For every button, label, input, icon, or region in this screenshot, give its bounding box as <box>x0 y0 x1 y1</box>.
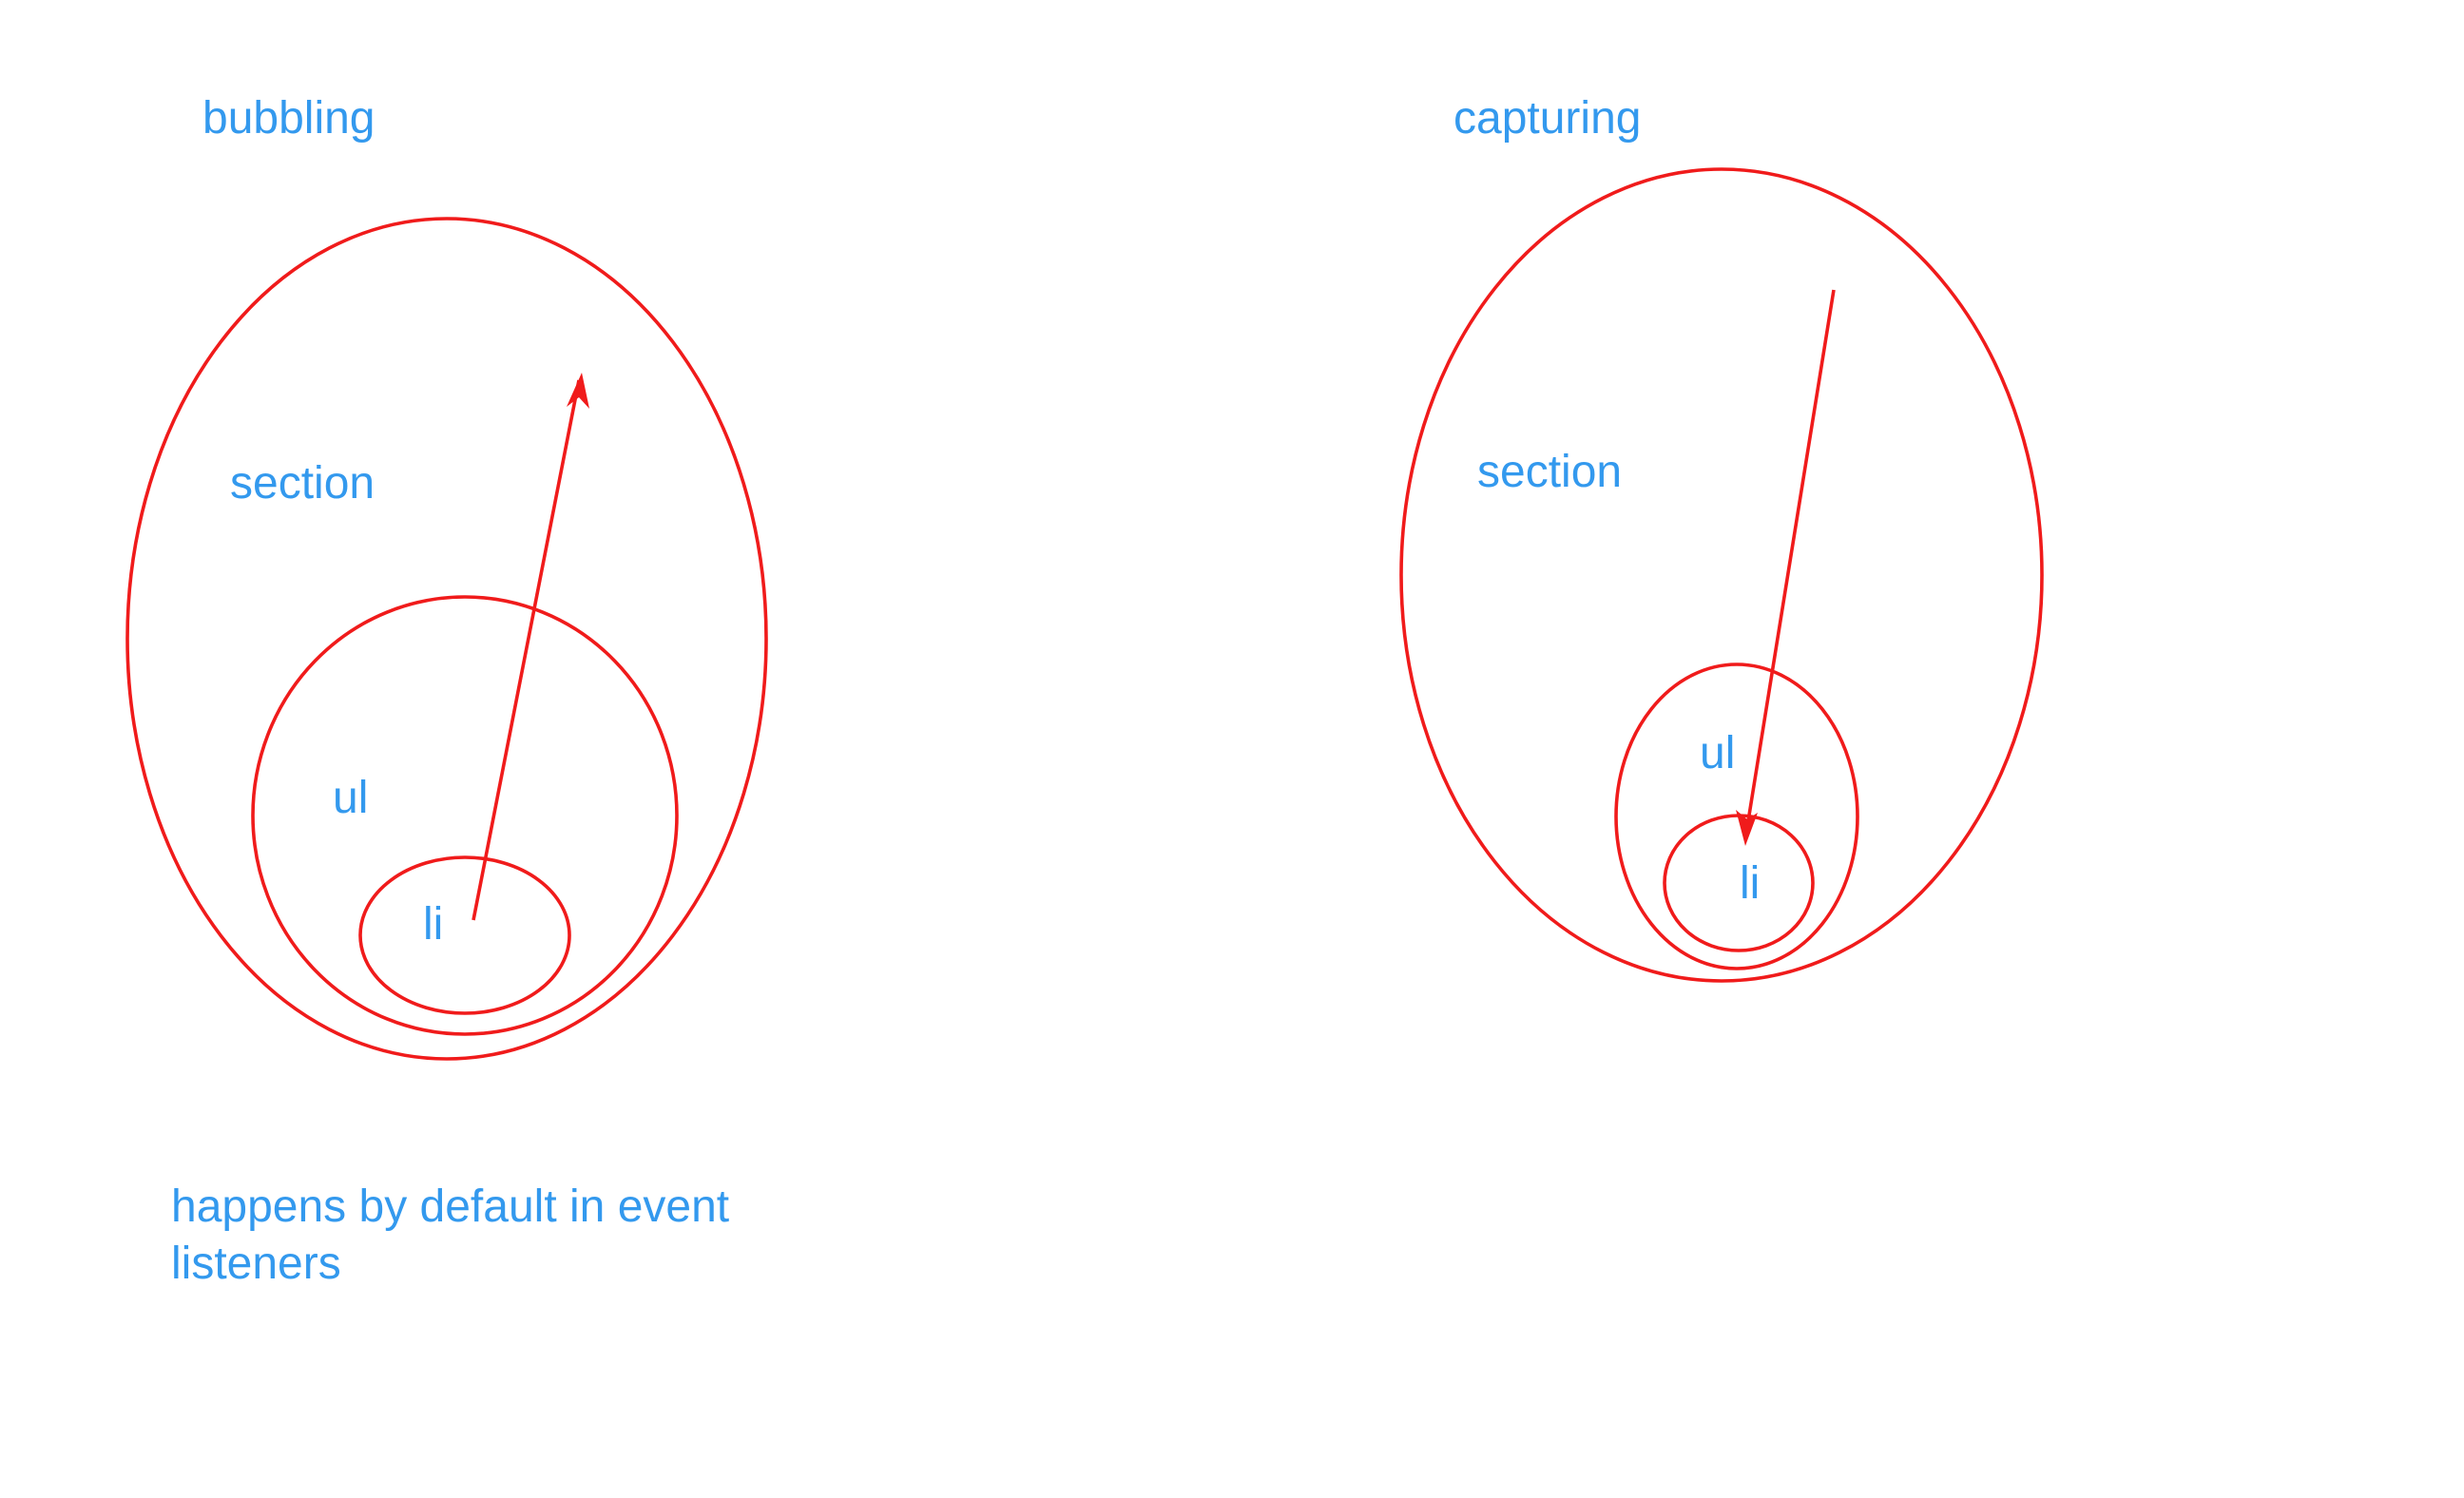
capturing-panel: capturing section ul li <box>1399 93 2044 983</box>
capturing-ul-label: ul <box>1700 728 1735 778</box>
capturing-section-label: section <box>1477 447 1622 497</box>
capturing-arrow-head <box>1736 810 1758 846</box>
bubbling-li-ellipse <box>358 855 571 1015</box>
capturing-arrow-shaft <box>1745 289 1836 828</box>
bubbling-panel: bubbling section ul li happens by defaul… <box>125 93 768 1289</box>
bubbling-arrow-head <box>567 373 589 409</box>
bubbling-section-label: section <box>230 458 375 509</box>
capturing-li-label: li <box>1740 858 1760 909</box>
capturing-section-ellipse <box>1399 167 2044 983</box>
bubbling-note-line1: happens by default in event <box>171 1181 729 1232</box>
bubbling-li-label: li <box>423 899 443 950</box>
capturing-ul-ellipse <box>1614 663 1859 970</box>
bubbling-ul-label: ul <box>333 773 368 823</box>
bubbling-note-line2: listeners <box>171 1239 341 1289</box>
bubbling-arrow-shaft <box>472 379 581 921</box>
capturing-title: capturing <box>1453 93 1641 144</box>
bubbling-section-ellipse <box>125 217 768 1061</box>
capturing-li-ellipse <box>1663 814 1815 952</box>
bubbling-ul-ellipse <box>251 595 679 1036</box>
bubbling-title: bubbling <box>202 93 375 144</box>
